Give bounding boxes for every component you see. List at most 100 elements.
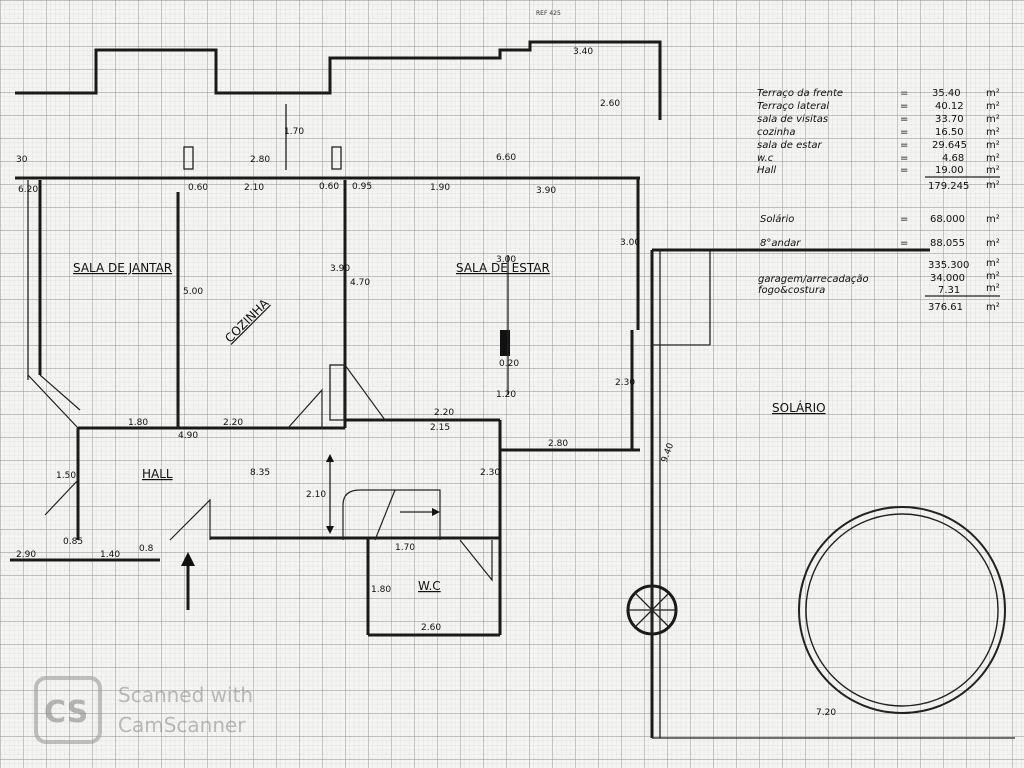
svg-text:1.80: 1.80 (371, 585, 391, 595)
svg-text:19.00: 19.00 (935, 165, 964, 176)
area-row: Terraço da frente = 35.40 m² (757, 88, 1000, 99)
svg-text:0.60: 0.60 (319, 182, 339, 192)
svg-text:=: = (900, 101, 908, 112)
svg-text:0.85: 0.85 (63, 537, 83, 547)
svg-text:m²: m² (986, 258, 1000, 269)
svg-text:0.60: 0.60 (188, 183, 208, 193)
svg-text:29.645: 29.645 (932, 140, 967, 151)
svg-text:2.90: 2.90 (16, 550, 36, 560)
svg-text:2.30: 2.30 (615, 378, 635, 388)
svg-text:1.90: 1.90 (430, 183, 450, 193)
svg-text:2.60: 2.60 (421, 623, 441, 633)
svg-text:Terraço lateral: Terraço lateral (757, 101, 829, 112)
svg-text:w.c: w.c (757, 153, 774, 164)
andar-area-value: 88.055 (930, 238, 965, 249)
doors-and-stairs (27, 104, 510, 610)
svg-text:3.00: 3.00 (496, 255, 516, 265)
svg-text:16.50: 16.50 (935, 127, 964, 138)
svg-text:sala de visitas: sala de visitas (757, 114, 828, 125)
svg-text:=: = (900, 165, 908, 176)
svg-text:1.80: 1.80 (128, 418, 148, 428)
svg-text:33.70: 33.70 (935, 114, 964, 125)
area-row: cozinha = 16.50 m² (757, 127, 1000, 138)
svg-text:8.35: 8.35 (250, 468, 270, 478)
svg-text:2.15: 2.15 (430, 423, 450, 433)
area-row: sala de visitas = 33.70 m² (757, 114, 1000, 125)
garagem-label: garagem/arrecadação (758, 274, 869, 285)
svg-text:1.70: 1.70 (284, 127, 304, 137)
svg-text:=: = (900, 114, 908, 125)
svg-text:35.40: 35.40 (932, 88, 961, 99)
fogo-value: 7.31 (938, 285, 960, 296)
svg-text:2.80: 2.80 (250, 155, 270, 165)
svg-text:2.10: 2.10 (244, 183, 264, 193)
area-total-1: 335.300 (928, 260, 969, 271)
svg-text:m²: m² (986, 214, 1000, 225)
svg-text:0.95: 0.95 (352, 182, 372, 192)
solario-area-label: Solário (760, 213, 794, 225)
svg-text:2.20: 2.20 (223, 418, 243, 428)
svg-text:Hall: Hall (757, 165, 776, 176)
svg-text:m²: m² (986, 238, 1000, 249)
svg-text:=: = (900, 127, 908, 138)
svg-text:2.30: 2.30 (480, 468, 500, 478)
walls (10, 40, 1015, 739)
svg-text:3.00: 3.00 (620, 238, 640, 248)
svg-text:=: = (900, 153, 908, 164)
fogo-label: fogo&costura (758, 285, 825, 296)
svg-text:sala de estar: sala de estar (757, 140, 823, 151)
area-row: Terraço lateral = 40.12 m² (757, 101, 1000, 112)
watermark-line-1: Scanned with (118, 683, 253, 707)
room-label-sala-jantar: SALA DE JANTAR (73, 261, 172, 275)
svg-text:2.10: 2.10 (306, 490, 326, 500)
svg-text:1.50: 1.50 (56, 471, 76, 481)
area-subtotal: 179.245 (928, 181, 969, 192)
room-label-sala-estar: SALA DE ESTAR (456, 261, 550, 275)
svg-text:2.20: 2.20 (434, 408, 454, 418)
svg-text:m²: m² (986, 88, 1000, 99)
svg-text:m²: m² (986, 302, 1000, 313)
svg-text:4.70: 4.70 (350, 278, 370, 288)
area-row: w.c = 4.68 m² (757, 153, 1000, 164)
svg-text:m²: m² (986, 127, 1000, 138)
svg-text:=: = (900, 238, 908, 249)
svg-text:3.40: 3.40 (573, 47, 593, 57)
svg-text:1.20: 1.20 (496, 390, 516, 400)
svg-text:m²: m² (986, 283, 1000, 294)
svg-text:7.20: 7.20 (816, 708, 836, 718)
camscanner-logo: CS (44, 695, 88, 730)
svg-text:30: 30 (16, 155, 28, 165)
svg-text:0.20: 0.20 (499, 359, 519, 369)
area-table: Terraço da frente = 35.40 m² Terraço lat… (757, 88, 1000, 313)
svg-text:1.40: 1.40 (100, 550, 120, 560)
svg-text:4.90: 4.90 (178, 431, 198, 441)
svg-text:2.60: 2.60 (600, 99, 620, 109)
ref-number: REF 425 (536, 10, 561, 17)
andar-area-label: 8°andar (760, 238, 801, 249)
svg-text:6.60: 6.60 (496, 153, 516, 163)
svg-text:=: = (900, 88, 908, 99)
svg-text:40.12: 40.12 (935, 101, 964, 112)
room-label-solario: SOLÁRIO (772, 400, 826, 415)
svg-text:m²: m² (986, 114, 1000, 125)
svg-text:3.90: 3.90 (330, 264, 350, 274)
svg-text:6.20: 6.20 (18, 185, 38, 195)
area-row: Hall = 19.00 m² (757, 165, 1000, 176)
svg-text:0.8: 0.8 (139, 544, 154, 554)
svg-text:m²: m² (986, 101, 1000, 112)
svg-text:5.00: 5.00 (183, 287, 203, 297)
camscanner-watermark: CS Scanned with CamScanner (34, 676, 253, 744)
dimension-labels: 3.40 2.60 1.70 30 2.80 6.60 6.20 0.60 2.… (16, 47, 836, 718)
garagem-value: 34.000 (930, 273, 965, 284)
svg-text:m²: m² (986, 271, 1000, 282)
svg-text:1.70: 1.70 (395, 543, 415, 553)
svg-text:=: = (900, 214, 908, 225)
svg-text:m²: m² (986, 140, 1000, 151)
svg-text:Terraço da frente: Terraço da frente (757, 88, 843, 99)
svg-text:=: = (900, 140, 908, 151)
spiral-stair (626, 584, 678, 636)
watermark-line-2: CamScanner (118, 713, 246, 737)
svg-text:3.90: 3.90 (536, 186, 556, 196)
